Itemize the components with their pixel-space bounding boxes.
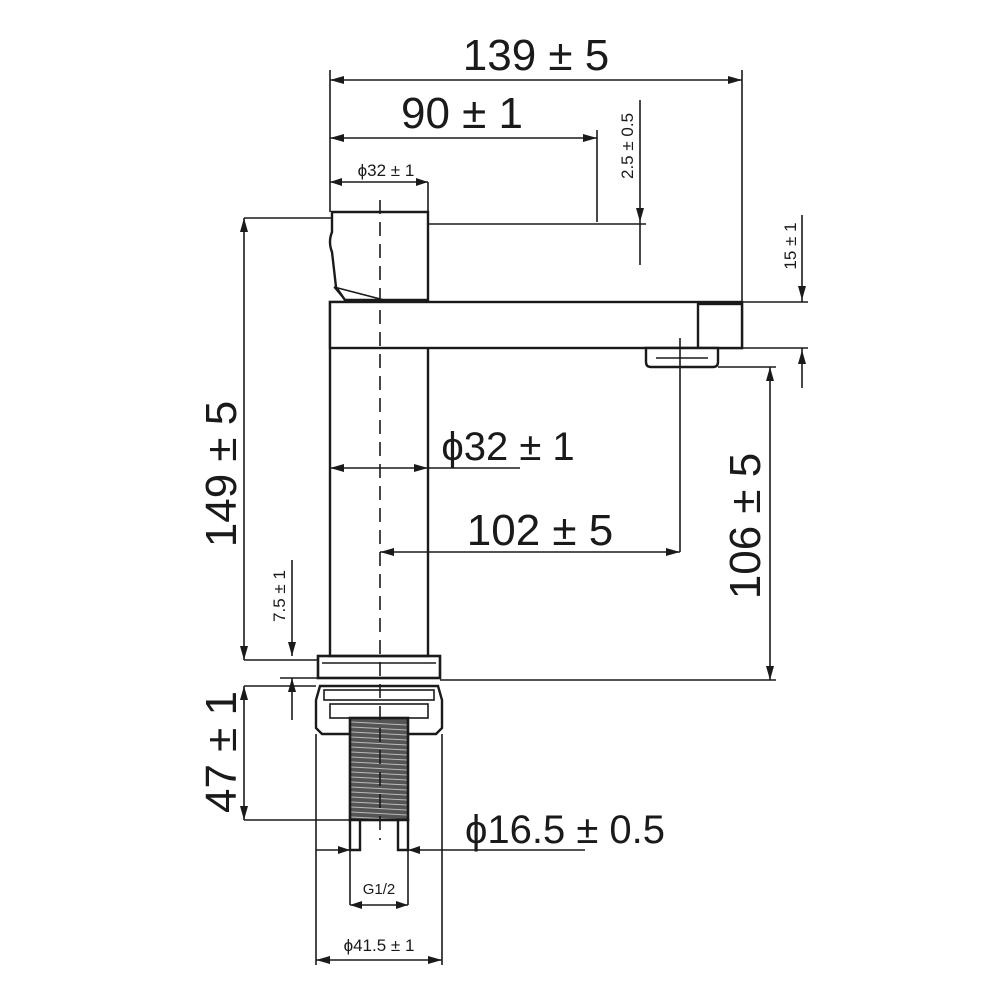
- thread-line: [350, 796, 408, 801]
- dim-lever-offset: 2.5 ± 0.5: [618, 113, 637, 179]
- thread-line: [350, 801, 408, 806]
- dim-overall-length: 139 ± 5: [463, 31, 609, 80]
- dim-outlet-height: 106 ± 5: [721, 453, 770, 599]
- dim-thread: G1/2: [363, 881, 396, 898]
- thread-line: [350, 761, 408, 766]
- dim-shank-length: 47 ± 1: [197, 691, 246, 813]
- thread-line: [350, 741, 408, 746]
- thread-line: [350, 746, 408, 751]
- faucet-outline: [314, 210, 744, 852]
- dim-spout-thickness: 15 ± 1: [781, 222, 800, 269]
- thread-line: [350, 731, 408, 736]
- faucet-spout: [328, 300, 744, 350]
- dim-overall-height: 149 ± 5: [197, 401, 246, 547]
- dim-shank-diameter: ϕ16.5 ± 0.5: [465, 808, 665, 852]
- shank-threads: [350, 721, 408, 821]
- base-plate: [316, 654, 442, 680]
- thread-line: [350, 721, 408, 726]
- lever-handle: [328, 210, 430, 302]
- dim-base-diameter: ϕ41.5 ± 1: [344, 936, 415, 955]
- thread-line: [350, 736, 408, 741]
- thread-line: [350, 776, 408, 781]
- thread-line: [350, 771, 408, 776]
- thread-line: [350, 811, 408, 816]
- thread-line: [350, 751, 408, 756]
- dim-spout-reach: 102 ± 5: [467, 506, 613, 555]
- supply-pipe: [348, 818, 410, 852]
- thread-line: [350, 806, 408, 811]
- faucet-body: [328, 300, 430, 658]
- dim-body-diameter: ϕ32 ± 1: [441, 425, 574, 469]
- dim-lever-length: 90 ± 1: [401, 89, 523, 138]
- dim-lever-diameter: ϕ32 ± 1: [358, 161, 415, 180]
- thread-line: [350, 766, 408, 771]
- mounting-nut: [314, 684, 444, 736]
- dim-base-height: 7.5 ± 1: [270, 570, 289, 622]
- thread-line: [350, 791, 408, 796]
- thread-line: [350, 756, 408, 761]
- thread-line: [350, 726, 408, 731]
- thread-line: [350, 781, 408, 786]
- thread-line: [350, 786, 408, 791]
- dimension-lines: [240, 70, 808, 965]
- spout-collar: [696, 302, 744, 350]
